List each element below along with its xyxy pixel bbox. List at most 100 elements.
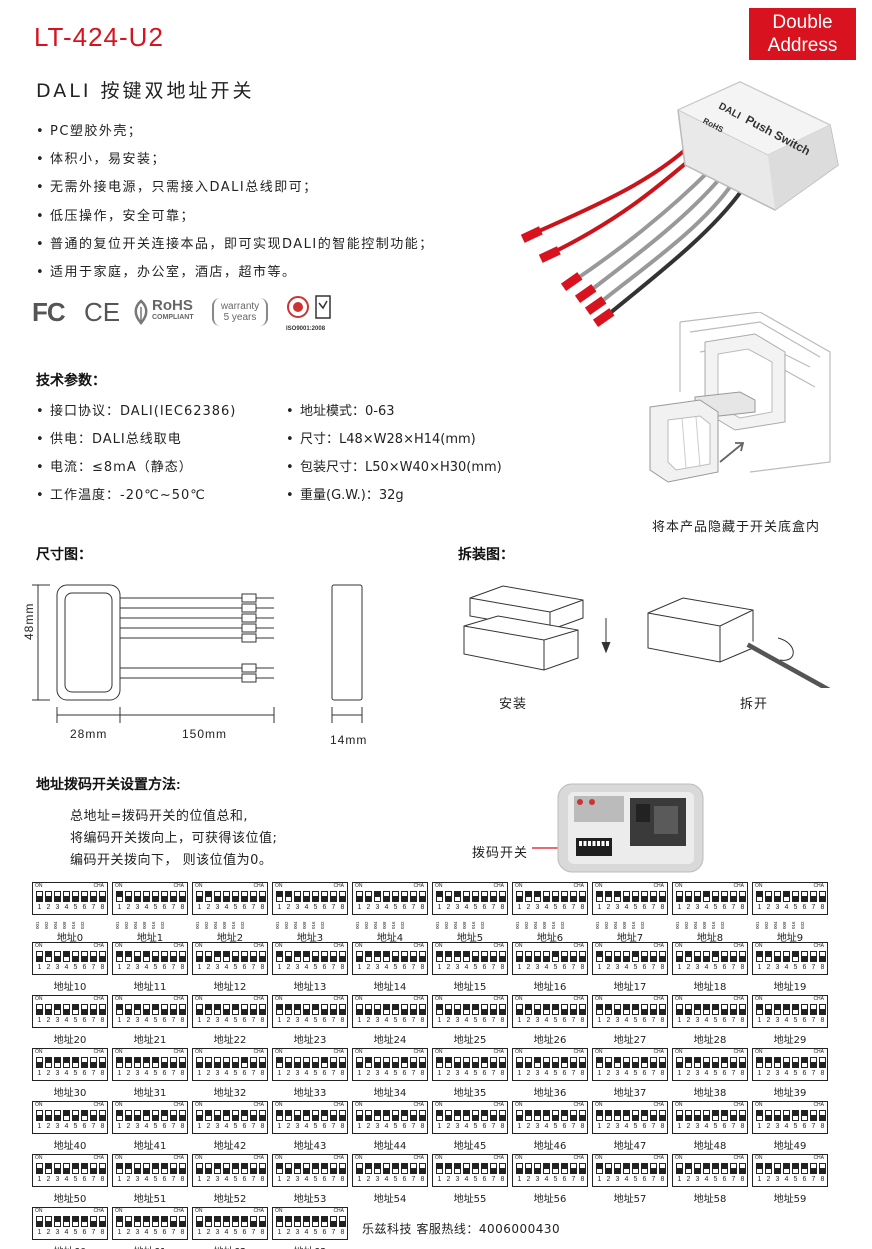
dip-switch-number: 3	[695, 1123, 700, 1130]
dip-switch-number: 6	[402, 1017, 407, 1024]
dip-switch-number: 5	[313, 1229, 318, 1236]
dip-toggle-knob	[624, 1111, 629, 1116]
dip-switch-number: 6	[482, 1176, 487, 1183]
dip-toggle-knob	[562, 1111, 567, 1116]
dip-switch-number: 8	[180, 1176, 185, 1183]
dip-toggle-knob	[553, 1062, 558, 1067]
dip-toggle-knob	[277, 1217, 282, 1222]
dip-toggle	[72, 1110, 79, 1121]
dip-address-label: 地址44	[373, 1141, 407, 1152]
dip-address-label: 地址22	[213, 1035, 247, 1046]
dip-toggle-knob	[384, 1168, 389, 1173]
dip-switch-number: 5	[73, 1123, 78, 1130]
dip-toggle-knob	[775, 1115, 780, 1120]
dip-switch-number: 5	[633, 1070, 638, 1077]
dip-toggle-knob	[740, 956, 745, 961]
dip-toggle	[241, 1004, 248, 1015]
dip-toggle	[730, 1004, 737, 1015]
dip-toggle	[525, 1057, 532, 1068]
dip-switch-number: 5	[793, 1123, 798, 1130]
dip-toggle	[330, 1057, 337, 1068]
dip-switch-number: 3	[135, 1123, 140, 1130]
dip-toggle	[214, 1004, 221, 1015]
dip-toggle	[285, 951, 292, 962]
dip-cha-label: CHA	[413, 1155, 424, 1161]
dip-switch-number: 2	[606, 964, 611, 971]
dip-switch-number: 8	[740, 1017, 745, 1024]
dip-toggle	[152, 1004, 159, 1015]
dip-toggle-knob	[126, 896, 131, 901]
dip-toggle-knob	[37, 1221, 42, 1226]
dip-address-label: 地址37	[613, 1088, 647, 1099]
dip-switch-number: 2	[446, 904, 451, 911]
dip-toggle-knob	[517, 896, 522, 901]
dip-toggle-knob	[331, 956, 336, 961]
dip-toggle-knob	[82, 1009, 87, 1014]
dip-switch-number: 4	[144, 1123, 149, 1130]
dip-toggle-knob	[784, 1062, 789, 1067]
dip-toggle	[161, 891, 168, 902]
dip-toggle-knob	[197, 1009, 202, 1014]
dip-toggle-knob	[775, 956, 780, 961]
dip-bit-weight: 032	[320, 921, 325, 929]
dip-switch-number: 4	[64, 1229, 69, 1236]
dip-on-label: ON	[595, 943, 603, 949]
dip-toggle-knob	[437, 1005, 442, 1010]
dip-switch-number: 2	[526, 964, 531, 971]
dip-toggle	[36, 1057, 43, 1068]
dip-toggle-knob	[162, 1009, 167, 1014]
dip-on-label: ON	[515, 1155, 523, 1161]
dip-toggle-knob	[331, 1115, 336, 1120]
dip-switch-number: 6	[162, 1176, 167, 1183]
dip-on-label: ON	[595, 1155, 603, 1161]
dip-toggle-knob	[704, 892, 709, 897]
dip-switch-number: 5	[633, 1176, 638, 1183]
dip-toggle-knob	[171, 1221, 176, 1226]
dip-switch-number: 5	[313, 904, 318, 911]
dip-bit-weight: 004	[373, 921, 378, 929]
address-title: 地址拨码开关设置方法:	[36, 776, 181, 792]
dip-toggle-knob	[135, 1168, 140, 1173]
dip-toggle-knob	[46, 1221, 51, 1226]
dip-on-label: ON	[675, 1102, 683, 1108]
dip-toggle-knob	[393, 896, 398, 901]
dip-switch-number: 8	[340, 1229, 345, 1236]
dip-cha-label: CHA	[493, 883, 504, 889]
dip-switch-number: 3	[215, 1123, 220, 1130]
dip-toggle-knob	[437, 892, 442, 897]
dip-toggle	[490, 1110, 497, 1121]
dip-toggle-knob	[135, 896, 140, 901]
dip-switch-number: 1	[277, 1070, 282, 1077]
dip-toggle	[401, 891, 408, 902]
dip-toggle	[125, 1163, 132, 1174]
dip-toggle	[285, 1110, 292, 1121]
dip-switch-number: 4	[384, 1070, 389, 1077]
dip-toggle	[374, 891, 381, 902]
dip-toggle-knob	[420, 896, 425, 901]
dip-address-cell: ONCHA12345678地址61	[112, 1207, 192, 1249]
dip-toggle	[685, 1004, 692, 1015]
dip-toggle-knob	[473, 1005, 478, 1010]
model-number: LT-424-U2	[34, 22, 164, 52]
dip-toggle-knob	[535, 1111, 540, 1116]
dip-toggle-knob	[606, 1111, 611, 1116]
dip-toggle	[703, 1057, 710, 1068]
bullet-icon: •	[286, 460, 294, 475]
dip-switch-number: 6	[482, 1123, 487, 1130]
dip-toggle-knob	[651, 1009, 656, 1014]
dip-toggle-knob	[224, 1062, 229, 1067]
dip-toggle	[321, 1216, 328, 1227]
dip-switch-number: 3	[55, 1017, 60, 1024]
dip-toggle-knob	[206, 892, 211, 897]
dip-toggle-knob	[126, 952, 131, 957]
dip-switch-number: 8	[500, 964, 505, 971]
dip-toggle-knob	[802, 1009, 807, 1014]
dip-toggle	[401, 1163, 408, 1174]
dip-switch-number: 1	[677, 1123, 682, 1130]
dip-toggle-knob	[820, 956, 825, 961]
dip-switch-number: 3	[775, 1017, 780, 1024]
dip-cha-label: CHA	[813, 1155, 824, 1161]
dip-switch-number: 4	[464, 1070, 469, 1077]
